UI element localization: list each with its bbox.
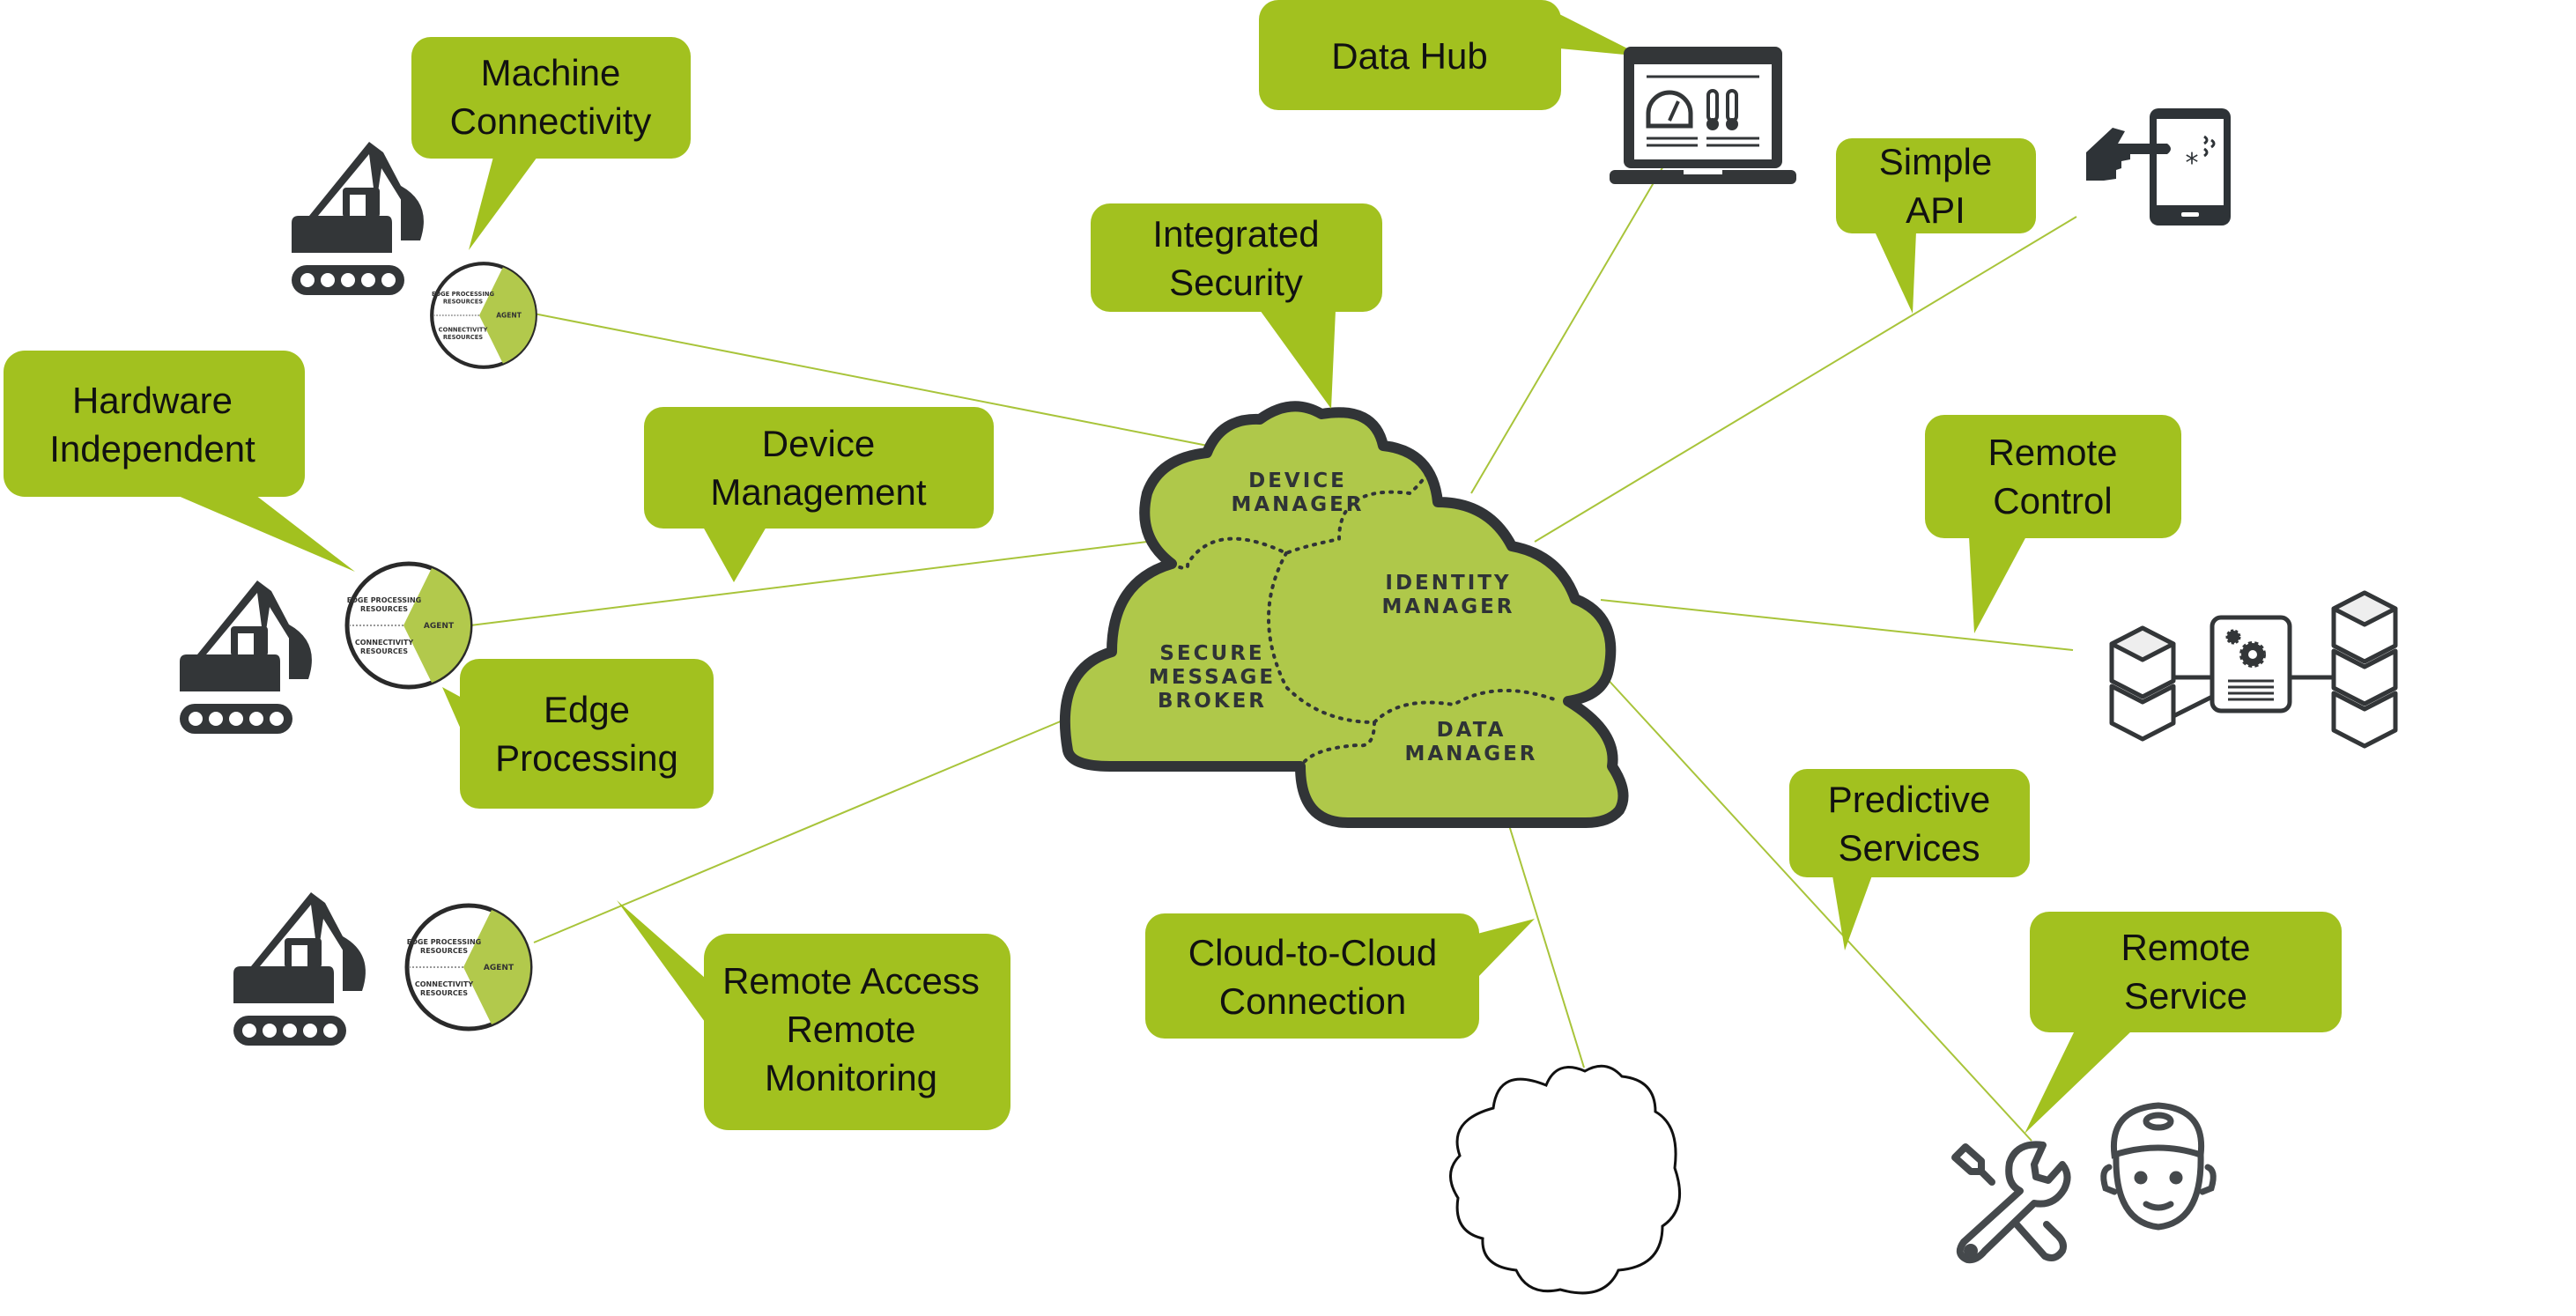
callout-text-line: Data Hub <box>1331 35 1487 77</box>
agent-badge-text: EDGE PROCESSING <box>407 938 481 946</box>
callout-text-line: Connectivity <box>450 100 652 142</box>
connector-machine2-cloud <box>470 541 1148 626</box>
callout-text-line: Control <box>1993 480 2112 521</box>
callout-text-line: Service <box>2124 975 2247 1017</box>
agent-badge: EDGE PROCESSING RESOURCES CONNECTIVITY R… <box>404 903 533 1031</box>
laptop-dashboard-icon <box>1610 47 1796 184</box>
callout-text-line: Device <box>762 423 875 464</box>
callout-simple-api: Simple API <box>1836 138 2036 314</box>
agent-badge-text: CONNECTIVITY <box>415 980 473 988</box>
technician-face-icon <box>2100 1102 2217 1231</box>
callout-integrated-security: Integrated Security <box>1091 203 1382 409</box>
agent-badge-text: RESOURCES <box>420 947 468 955</box>
cloud-label-line: DEVICE <box>1248 469 1347 492</box>
callout-remote-control: Remote Control <box>1925 415 2181 633</box>
cloud-section-secure-message-broker: SECURE MESSAGE BROKER <box>1149 642 1276 713</box>
callout-remote-service: Remote Service <box>2025 912 2342 1134</box>
cloud-label-line: DATA <box>1437 719 1506 742</box>
callout-text-line: Connection <box>1219 980 1406 1022</box>
central-cloud: DEVICE MANAGER IDENTITY MANAGER SECURE M… <box>1059 401 1629 828</box>
external-cloud-icon <box>1449 1064 1682 1295</box>
agent-badge-text: RESOURCES <box>360 605 408 613</box>
agent-badge-text: AGENT <box>496 312 522 320</box>
callout-text-line: Management <box>710 471 926 513</box>
cloud-section-data-manager: DATA MANAGER <box>1404 719 1537 765</box>
connector-blocks-cloud <box>1600 599 2074 651</box>
excavator-icon <box>292 142 424 295</box>
cloud-label-line: IDENTITY <box>1385 572 1511 595</box>
callout-text-line: Simple <box>1879 141 1992 182</box>
callout-text-line: Edge <box>544 689 630 730</box>
cloud-label-line: BROKER <box>1158 690 1267 713</box>
tools-icon <box>1951 1141 2071 1264</box>
callout-text-line: Independent <box>49 428 255 469</box>
cloud-label-line: SECURE <box>1159 642 1264 665</box>
connector-laptop-cloud <box>1470 149 1674 494</box>
callout-text-line: Services <box>1838 827 1980 869</box>
callout-cloud-to-cloud: Cloud-to-Cloud Connection <box>1145 913 1535 1039</box>
callout-text-line: Integrated <box>1152 213 1319 255</box>
agent-badge-text: AGENT <box>484 964 514 972</box>
agent-badge-text: CONNECTIVITY <box>355 639 413 647</box>
agent-badge-text: RESOURCES <box>443 334 483 341</box>
agent-badge: EDGE PROCESSING RESOURCES CONNECTIVITY R… <box>430 262 537 369</box>
dotted-divider <box>1300 721 1376 766</box>
hand-touch-phone-icon: * <box>2086 108 2231 225</box>
agent-badge-text: RESOURCES <box>360 647 408 655</box>
cloud-section-device-manager: DEVICE MANAGER <box>1231 469 1364 516</box>
callout-text-line: Hardware <box>72 380 233 421</box>
snowflake-icon: * <box>2186 148 2199 179</box>
agent-badge-text: AGENT <box>424 622 455 631</box>
connector-machine1-cloud <box>533 313 1213 447</box>
callout-edge-processing: Edge Processing <box>442 659 714 809</box>
callout-text-line: Machine <box>481 52 621 93</box>
cloud-label-line: MANAGER <box>1404 743 1537 765</box>
callout-text-line: Monitoring <box>765 1057 937 1098</box>
agent-badge-text: EDGE PROCESSING <box>432 291 494 298</box>
connector-phone-cloud <box>1534 216 2077 543</box>
cloud-section-identity-manager: IDENTITY MANAGER <box>1381 572 1514 618</box>
dotted-divider <box>1170 472 1429 570</box>
cloud-label-line: MESSAGE <box>1149 666 1276 689</box>
agent-badge: EDGE PROCESSING RESOURCES CONNECTIVITY R… <box>344 561 473 690</box>
callout-text-line: Remote Access <box>722 960 980 1002</box>
cloud-label-line: MANAGER <box>1381 595 1514 618</box>
callout-text-line: Security <box>1169 262 1303 303</box>
agent-badge-text: EDGE PROCESSING <box>347 596 421 604</box>
excavator-icon <box>180 580 312 734</box>
callout-text-line: Remote <box>1988 432 2117 473</box>
agent-badge-text: CONNECTIVITY <box>439 326 488 333</box>
callout-text-line: Remote <box>786 1009 915 1050</box>
connector-tools-cloud <box>1603 675 2032 1142</box>
excavator-icon <box>233 892 366 1046</box>
blocks-integration-icon <box>2109 590 2398 749</box>
central-cloud-shape <box>1059 401 1629 828</box>
callout-device-management: Device Management <box>644 407 994 582</box>
callout-remote-access-monitoring: Remote Access Remote Monitoring <box>617 900 1010 1130</box>
callout-machine-connectivity: Machine Connectivity <box>411 37 691 250</box>
callout-data-hub: Data Hub <box>1259 0 1643 110</box>
callout-predictive-services: Predictive Services <box>1789 769 2030 950</box>
callout-text-line: Predictive <box>1828 779 1990 820</box>
callout-text-line: Cloud-to-Cloud <box>1188 932 1437 973</box>
cloud-label-line: MANAGER <box>1231 493 1364 516</box>
agent-badge-text: RESOURCES <box>443 299 483 306</box>
callout-text-line: Remote <box>2121 927 2250 968</box>
connector-external-cloud <box>1508 824 1585 1068</box>
callout-text-line: Processing <box>495 737 678 779</box>
callout-hardware-independent: Hardware Independent <box>4 351 355 572</box>
agent-badge-text: RESOURCES <box>420 989 468 997</box>
callout-text-line: API <box>1906 189 1965 231</box>
